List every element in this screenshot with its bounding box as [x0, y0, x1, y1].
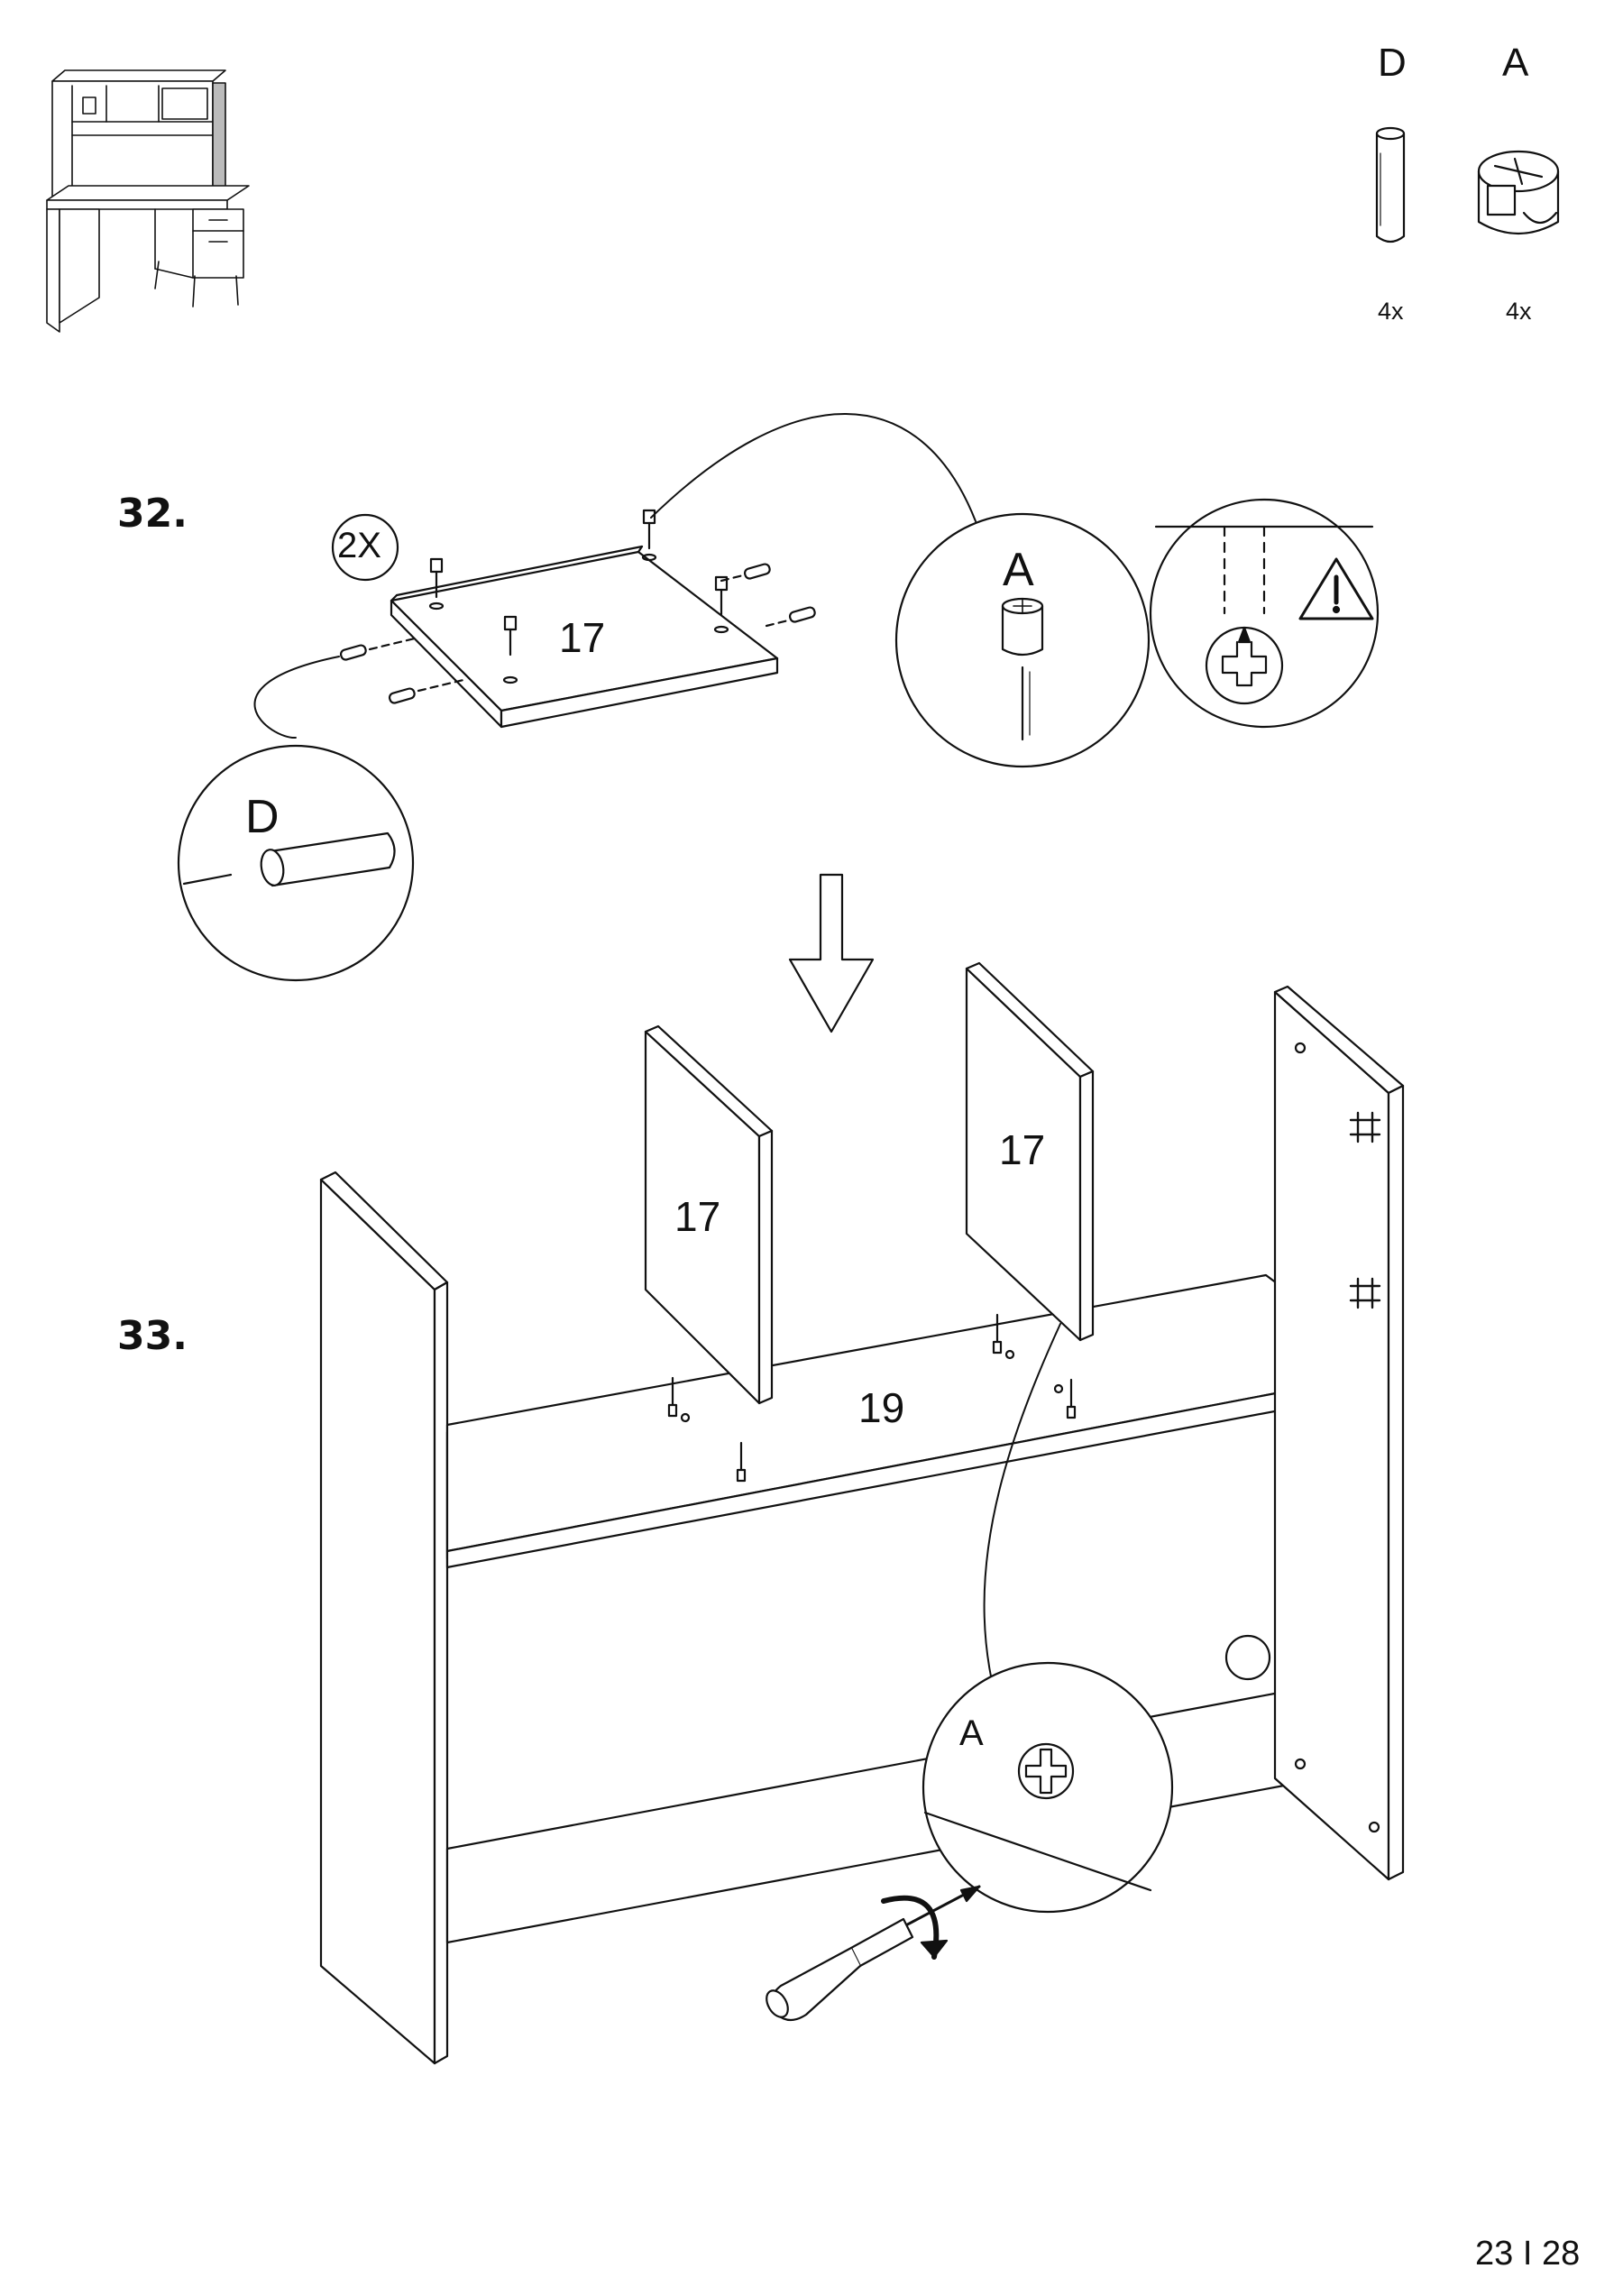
hardware-quantity-a: 4x — [1506, 298, 1532, 325]
cam-callout-label: A — [1003, 544, 1034, 596]
screwdriver-icon — [766, 1885, 981, 2022]
step-32-panel-label: 17 — [559, 614, 606, 661]
down-arrow — [788, 873, 875, 1033]
step-32-panel-17 — [390, 545, 779, 729]
step-32-multiplier-badge — [331, 513, 399, 582]
page-total: 28 — [1541, 2235, 1581, 2273]
dowel-callout — [177, 744, 415, 982]
step-33-number: 33. — [117, 1313, 188, 1359]
hardware-letter-a: A — [1502, 41, 1529, 85]
screwdriver-callout-label: A — [959, 1713, 984, 1753]
cam-lock-icon — [1477, 150, 1560, 235]
callout-leader-line — [253, 656, 340, 739]
step-32-number: 32. — [117, 491, 188, 537]
step-33-panel-label-17-left: 17 — [674, 1193, 721, 1240]
page-current: 23 — [1475, 2235, 1514, 2273]
dowel-icon — [1375, 126, 1406, 243]
step-32-dowels — [339, 563, 816, 704]
product-overview-thumbnail — [46, 69, 250, 333]
step-33-panel-label-19: 19 — [858, 1384, 905, 1431]
step-33-cam-locks — [667, 1111, 1381, 1483]
hardware-quantity-d: 4x — [1378, 298, 1404, 325]
hardware-letter-d: D — [1378, 41, 1407, 85]
screwdriver-callout — [922, 1661, 1174, 1914]
step-32-multiplier: 2X — [337, 526, 381, 565]
warning-triangle-icon — [1298, 557, 1374, 620]
warning-callout — [1149, 498, 1380, 729]
cam-lock-callout — [894, 512, 1151, 768]
step-33-hutch-frame — [319, 961, 1405, 2065]
step-33-panel-label-17-right: 17 — [999, 1126, 1046, 1173]
page-number: 23 I 28 — [1475, 2236, 1580, 2271]
callout-leader-line — [650, 413, 977, 522]
dowel-callout-label: D — [245, 791, 280, 843]
page-separator: I — [1522, 2235, 1533, 2273]
